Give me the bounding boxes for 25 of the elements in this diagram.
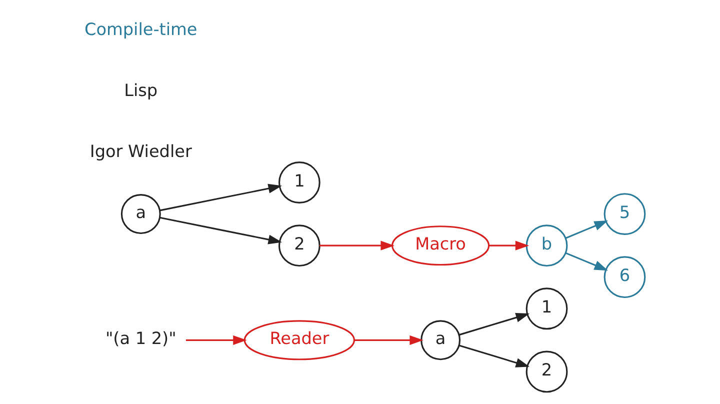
node-circle: b — [526, 224, 568, 267]
arrow — [459, 344, 530, 368]
node-circle: 2 — [278, 224, 320, 267]
node-circle: 5 — [604, 193, 646, 235]
arrow — [489, 240, 530, 250]
node-circle: 2 — [526, 350, 568, 393]
arrow — [459, 312, 530, 336]
node-text: "(a 1 2)" — [105, 328, 176, 348]
label: Igor Wiedler — [90, 141, 192, 162]
node-ellipse: Reader — [244, 320, 356, 360]
node-circle: 1 — [278, 162, 320, 204]
arrow — [160, 216, 282, 244]
arrow — [354, 335, 424, 345]
node-circle: 6 — [604, 256, 646, 298]
arrow — [186, 335, 247, 345]
node-ellipse: Macro — [392, 226, 490, 266]
node-circle: a — [120, 194, 161, 234]
node-circle: a — [420, 320, 461, 360]
label: Lisp — [124, 80, 158, 100]
label: Compile-time — [84, 19, 198, 40]
node-circle: 1 — [526, 288, 568, 330]
arrow — [565, 220, 608, 239]
arrow — [320, 240, 394, 250]
arrow — [565, 252, 608, 271]
arrow — [160, 184, 282, 212]
